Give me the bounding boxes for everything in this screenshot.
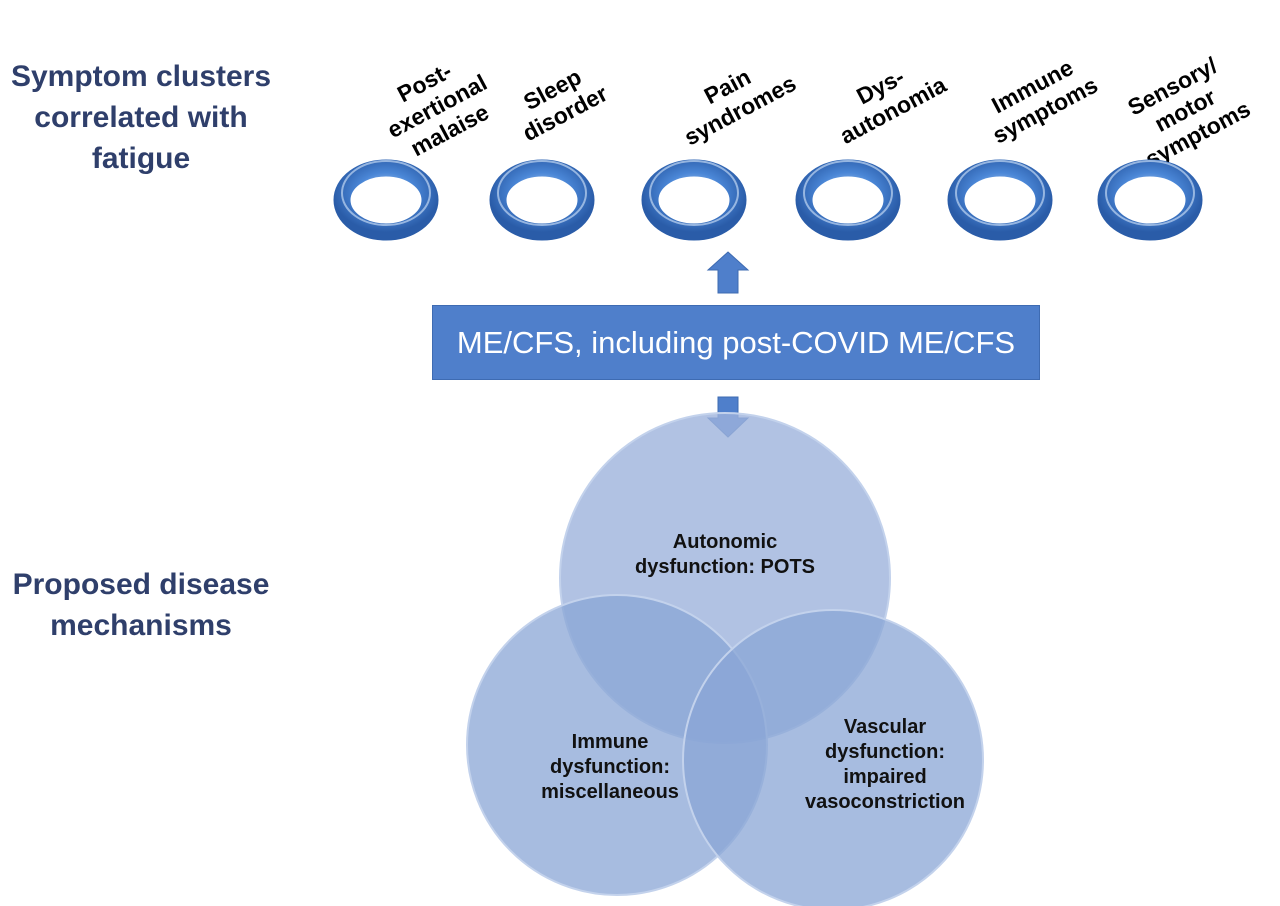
- disease-mechanisms-label: Proposed disease mechanisms: [12, 568, 270, 642]
- arrow-up-icon: [706, 251, 750, 294]
- venn-label-autonomic: Autonomic dysfunction: POTS: [635, 531, 815, 578]
- me-cfs-label: ME/CFS, including post-COVID ME/CFS: [456, 324, 1016, 360]
- ring-icon-3: [641, 159, 747, 241]
- venn-label-immune: Immune dysfunction: miscellaneous: [541, 731, 679, 803]
- ring-icon-1: [333, 159, 439, 241]
- ring-icon-2: [489, 159, 595, 241]
- ring-icon-4: [795, 159, 901, 241]
- venn-label-vascular: Vascular dysfunction: impaired vasoconst…: [804, 716, 966, 813]
- me-cfs-box: ME/CFS, including post-COVID ME/CFS: [432, 305, 1040, 380]
- venn-circle-vascular: [682, 609, 984, 906]
- ring-icon-6: [1097, 159, 1203, 241]
- ring-icon-5: [947, 159, 1053, 241]
- symptom-clusters-label: Symptom clusters correlated with fatigue: [10, 60, 272, 175]
